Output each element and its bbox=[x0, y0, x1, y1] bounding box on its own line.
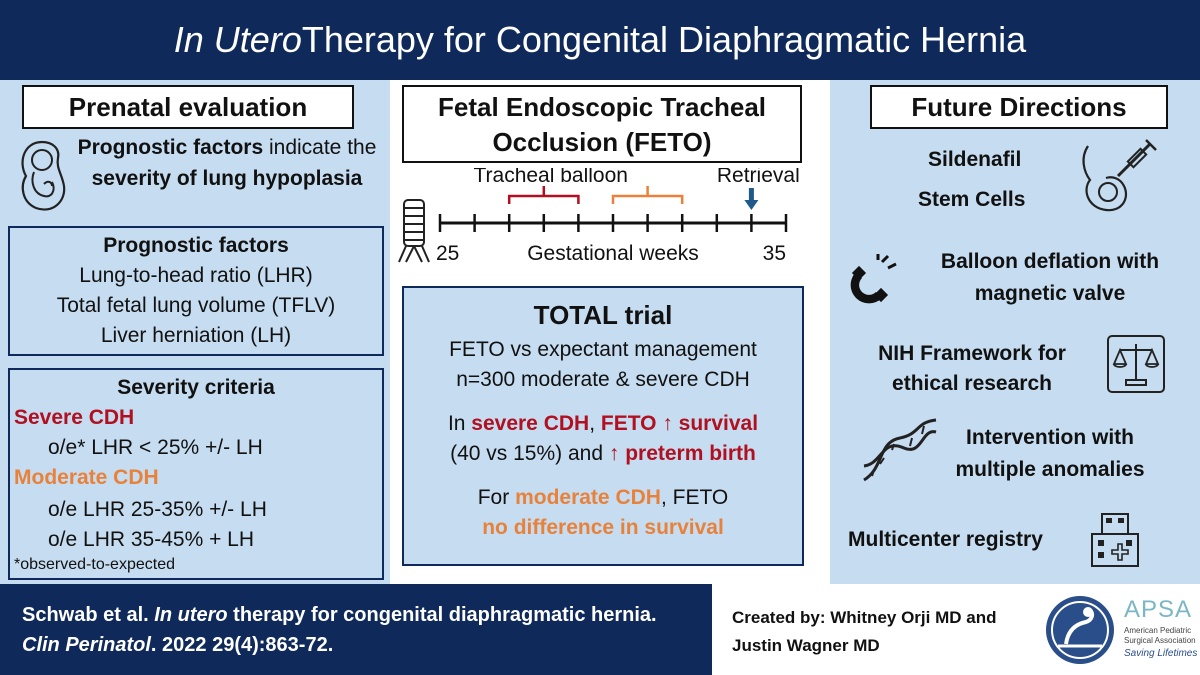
scales-of-justice-icon bbox=[1107, 335, 1165, 393]
prognostic-item-lh: Liver herniation (LH) bbox=[100, 324, 292, 347]
title-italic: In Utero bbox=[173, 19, 302, 60]
trial-result-moderate: For moderate CDH, FETO bbox=[477, 486, 729, 509]
pregnancy-syringe-icon bbox=[1082, 139, 1157, 212]
timeline-end-label: 35 bbox=[763, 242, 786, 265]
retrieval-arrow-head bbox=[744, 200, 759, 210]
gestational-weeks-label: Gestational weeks bbox=[527, 242, 699, 265]
right-column: Future Directions Sildenafil Stem Cells … bbox=[830, 80, 1200, 584]
retrieval-label: Retrieval bbox=[717, 168, 800, 187]
nih-framework-line-2: ethical research bbox=[892, 372, 1052, 395]
timeline-start-label: 25 bbox=[436, 242, 459, 265]
moderate-cdh-criterion-1: o/e LHR 25-35% +/- LH bbox=[48, 498, 267, 521]
severe-cdh-criterion: o/e* LHR < 25% +/- LH bbox=[48, 436, 263, 459]
trial-result-preterm: (40 vs 15%) and ↑ preterm birth bbox=[450, 442, 756, 465]
severe-cdh-label: Severe CDH bbox=[14, 406, 135, 429]
magnet-icon bbox=[850, 254, 897, 304]
citation-line-1: Schwab et al. In utero therapy for conge… bbox=[22, 604, 657, 626]
stem-cells-label: Stem Cells bbox=[918, 188, 1026, 211]
created-by-line-1: Created by: Whitney Orji MD and bbox=[732, 608, 997, 627]
multicenter-registry-label: Multicenter registry bbox=[848, 528, 1043, 551]
citation-footer: Schwab et al. In utero therapy for conge… bbox=[0, 584, 712, 675]
trachea-icon bbox=[398, 199, 430, 263]
apsa-logo-sub-2: Surgical Association bbox=[1124, 636, 1196, 645]
trial-no-difference: no difference in survival bbox=[482, 516, 724, 539]
moderate-cdh-criterion-2: o/e LHR 35-45% + LH bbox=[48, 528, 255, 551]
tracheal-balloon-bracket-red bbox=[507, 186, 580, 204]
moderate-cdh-label: Moderate CDH bbox=[14, 466, 159, 489]
prognostic-factors-heading: Prognostic factors bbox=[103, 234, 289, 257]
title-rest: Therapy for Congenital Diaphragmatic Her… bbox=[301, 19, 1027, 60]
trial-line-2: n=300 moderate & severe CDH bbox=[456, 368, 750, 391]
trial-line-1: FETO vs expectant management bbox=[449, 338, 757, 361]
page-title: In Utero Therapy for Congenital Diaphrag… bbox=[0, 0, 1200, 80]
balloon-deflation-line-1: Balloon deflation with bbox=[940, 250, 1160, 273]
tracheal-balloon-bracket-orange bbox=[611, 186, 684, 204]
intervention-line-2: multiple anomalies bbox=[955, 458, 1145, 481]
middle-column: Fetal Endoscopic Tracheal Occlusion (FET… bbox=[390, 80, 830, 584]
intervention-line-1: Intervention with bbox=[966, 426, 1134, 449]
total-trial-heading: TOTAL trial bbox=[533, 300, 673, 330]
severity-heading: Severity criteria bbox=[117, 376, 275, 399]
credits-footer: Created by: Whitney Orji MD and Justin W… bbox=[712, 584, 1200, 675]
tracheal-balloon-label: Tracheal balloon bbox=[473, 168, 627, 187]
apsa-logo-sub-1: American Pediatric bbox=[1124, 626, 1192, 635]
dna-icon bbox=[863, 418, 937, 482]
severity-footnote: *observed-to-expected bbox=[14, 556, 175, 573]
left-column: Prenatal evaluation Prognostic factors i… bbox=[0, 80, 390, 584]
apsa-logo-name: APSA bbox=[1124, 596, 1193, 623]
prognostic-intro: Prognostic factors indicate the severity… bbox=[77, 136, 377, 190]
prognostic-item-lhr: Lung-to-head ratio (LHR) bbox=[79, 264, 313, 287]
sildenafil-label: Sildenafil bbox=[928, 148, 1022, 171]
fetus-icon bbox=[21, 140, 66, 211]
future-directions-title: Future Directions bbox=[870, 85, 1168, 129]
trial-result-severe: In severe CDH, FETO ↑ survival bbox=[447, 412, 759, 435]
created-by-line-2: Justin Wagner MD bbox=[732, 636, 880, 655]
prognostic-factors-box: Prognostic factors Lung-to-head ratio (L… bbox=[8, 226, 384, 356]
apsa-logo-icon bbox=[1046, 596, 1114, 664]
prognostic-item-tflv: Total fetal lung volume (TFLV) bbox=[56, 294, 336, 317]
severity-criteria-box: Severity criteria Severe CDH o/e* LHR < … bbox=[8, 368, 384, 580]
total-trial-box: TOTAL trial FETO vs expectant management… bbox=[402, 286, 804, 566]
gestational-timeline: Tracheal balloon Retrieval 25 35 Gestational… bbox=[436, 168, 800, 265]
citation-line-2: Clin Perinatol. 2022 29(4):863-72. bbox=[22, 634, 334, 656]
prenatal-evaluation-title: Prenatal evaluation bbox=[22, 85, 354, 129]
nih-framework-line-1: NIH Framework for bbox=[878, 342, 1066, 365]
balloon-deflation-line-2: magnetic valve bbox=[974, 282, 1126, 305]
hospital-building-icon bbox=[1091, 513, 1139, 567]
apsa-logo-tagline: Saving Lifetimes bbox=[1124, 648, 1198, 659]
feto-title: Fetal Endoscopic Tracheal Occlusion (FET… bbox=[402, 85, 802, 163]
